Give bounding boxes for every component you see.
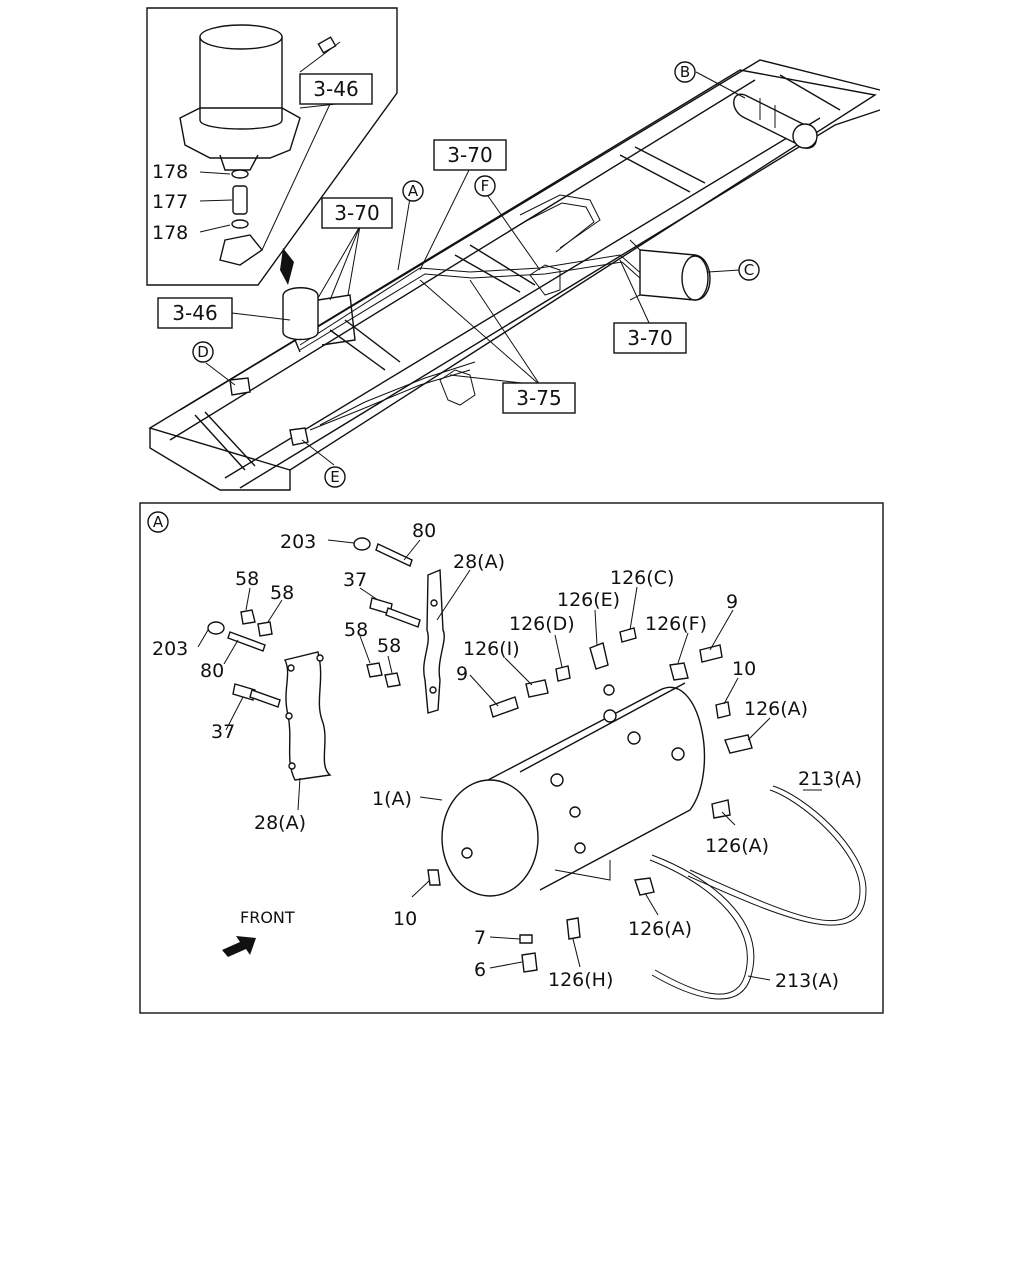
ref-box-370-a[interactable]: 3-70: [321, 197, 393, 229]
chassis-frame: [148, 59, 881, 491]
callout-letter: C: [744, 261, 754, 279]
front-label: FRONT: [240, 908, 295, 927]
part-58-d: 58: [377, 635, 401, 657]
part-80-top: 80: [412, 520, 436, 542]
part-9-left: 9: [456, 663, 468, 685]
ref-box-370-b[interactable]: 3-70: [433, 139, 507, 171]
callout-e[interactable]: E: [324, 466, 346, 488]
part-126f: 126(F): [645, 613, 707, 635]
detail-leaders: [197, 539, 822, 981]
front-indicator: FRONT: [222, 908, 295, 957]
part-178-top: 178: [152, 161, 188, 183]
callout-c[interactable]: C: [738, 259, 760, 281]
air-tank: [441, 682, 706, 897]
ref-label: 3-70: [334, 201, 379, 225]
air-dryer-unit: [280, 248, 356, 353]
detail-a-panel: A: [139, 502, 884, 1014]
ref-label: 3-46: [313, 77, 358, 101]
callout-letter: E: [330, 468, 339, 486]
callout-f[interactable]: F: [474, 175, 496, 197]
part-177: 177: [152, 191, 188, 213]
part-203-left: 203: [152, 638, 188, 660]
part-126d: 126(D): [509, 613, 575, 635]
part-28a-bottom: 28(A): [254, 812, 306, 834]
part-126a-2: 126(A): [705, 835, 769, 857]
part-58-a: 58: [235, 568, 259, 590]
callout-a[interactable]: A: [402, 180, 424, 202]
callout-letter: B: [680, 63, 690, 81]
part-203-top: 203: [280, 531, 316, 553]
ref-box-346-left[interactable]: 3-46: [157, 297, 233, 329]
detail-callout-a: A: [147, 511, 169, 533]
ref-label: 3-70: [447, 143, 492, 167]
callout-d[interactable]: D: [192, 341, 214, 363]
chassis-overview: 3-46 3-46 3-70 3-70 3-70 3-75 A B: [146, 7, 881, 491]
part-1a: 1(A): [372, 788, 412, 810]
tank-c: [629, 239, 711, 301]
hardware: [207, 537, 753, 973]
part-7: 7: [474, 927, 486, 949]
part-37-left: 37: [211, 721, 235, 743]
callout-letter: A: [408, 182, 419, 200]
part-37-top: 37: [343, 569, 367, 591]
part-126a-3: 126(A): [628, 918, 692, 940]
part-213a-1: 213(A): [798, 768, 862, 790]
bracket-center: [423, 568, 445, 714]
part-28a-top: 28(A): [453, 551, 505, 573]
part-80-left: 80: [200, 660, 224, 682]
part-126a-1: 126(A): [744, 698, 808, 720]
part-6: 6: [474, 959, 486, 981]
callout-letter: D: [197, 343, 209, 361]
ref-box-375[interactable]: 3-75: [502, 382, 576, 414]
part-213a-2: 213(A): [775, 970, 839, 992]
ref-label: 3-46: [172, 301, 217, 325]
part-126h: 126(H): [548, 969, 613, 991]
ref-box-346-top[interactable]: 3-46: [299, 73, 373, 105]
hoses: [649, 785, 867, 1000]
part-126e: 126(E): [557, 589, 620, 611]
callout-letter: A: [153, 513, 164, 531]
tank-b: [733, 93, 818, 149]
valve-cluster-center: [439, 264, 561, 406]
callout-b[interactable]: B: [674, 61, 696, 83]
ref-box-370-c[interactable]: 3-70: [613, 322, 687, 354]
front-arrow-icon: [222, 936, 256, 957]
part-10-right: 10: [732, 658, 756, 680]
callout-letter: F: [481, 177, 490, 195]
fitting-d: [229, 377, 251, 396]
part-9-right: 9: [726, 591, 738, 613]
inset-box: [146, 7, 398, 286]
ref-label: 3-75: [516, 386, 561, 410]
part-58-c: 58: [344, 619, 368, 641]
part-10-bottom: 10: [393, 908, 417, 930]
part-58-b: 58: [270, 582, 294, 604]
part-126i: 126(I): [463, 638, 520, 660]
part-178-bottom: 178: [152, 222, 188, 244]
part-126c: 126(C): [610, 567, 674, 589]
bracket-left: [284, 651, 332, 781]
ref-label: 3-70: [627, 326, 672, 350]
